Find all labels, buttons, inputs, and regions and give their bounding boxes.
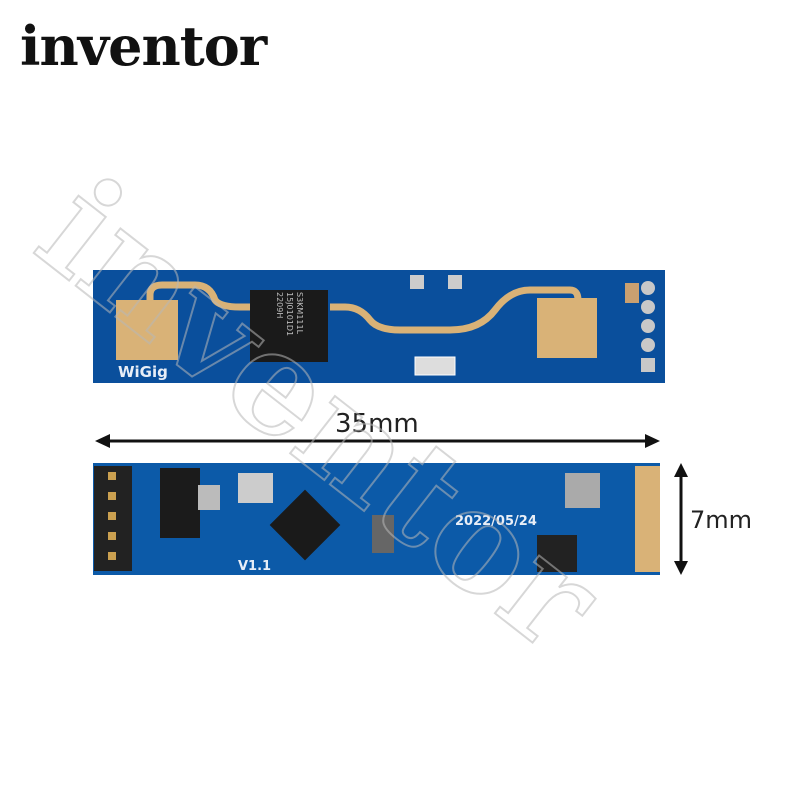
width-label: 7mm (690, 506, 752, 534)
version-marking: V1.1 (238, 559, 271, 574)
mcu-chip (269, 489, 341, 561)
wigig-logo: WiGig (118, 363, 168, 381)
chip-marking-2: 15J0101D1 (285, 292, 294, 336)
antenna-pad-left (116, 300, 178, 360)
back-board: 2022/05/24 V1.1 (93, 463, 660, 575)
chip-marking-3: 2209H (275, 292, 284, 318)
length-label: 35mm (335, 409, 419, 439)
brand-logo: inventor (20, 14, 267, 78)
watermark: inventor (9, 148, 631, 684)
front-board: S3KM111L 15J0101D1 2209H WiGig (93, 270, 665, 383)
antenna-pad-right (537, 298, 597, 358)
chip-marking-1: S3KM111L (295, 292, 304, 335)
date-marking: 2022/05/24 (455, 514, 537, 529)
width-dimension: 7mm (674, 463, 752, 575)
radar-chip (250, 290, 328, 362)
length-dimension: 35mm (95, 409, 660, 448)
